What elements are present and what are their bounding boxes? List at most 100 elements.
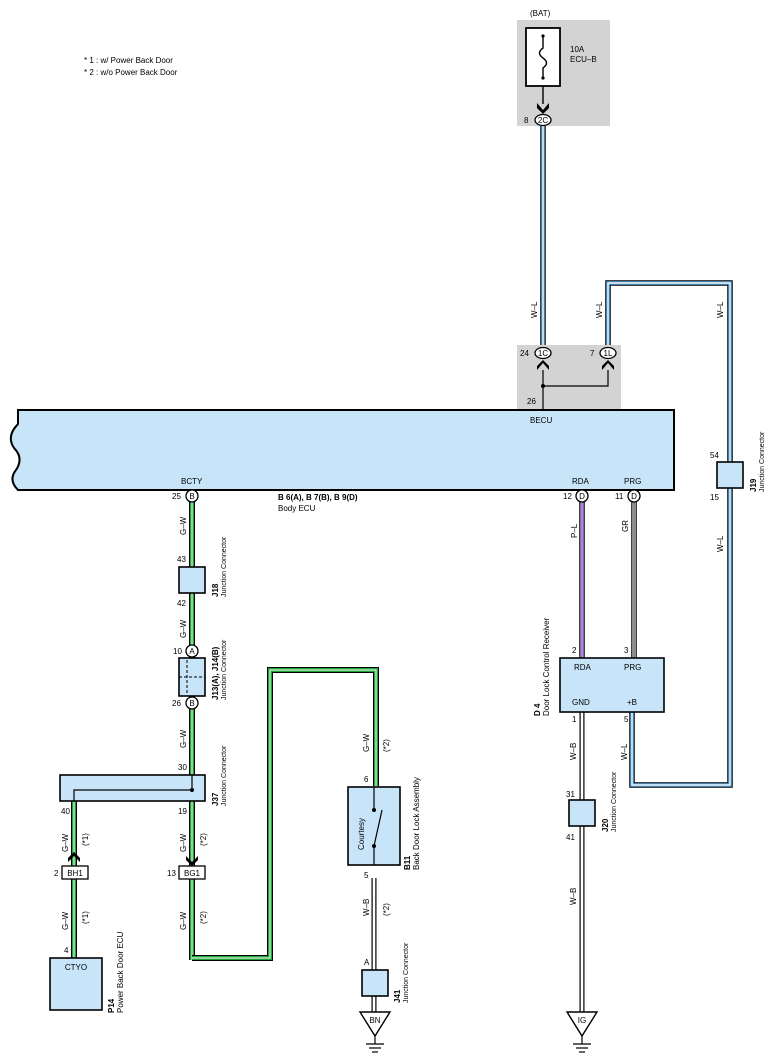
j41-name: Junction Connector [403, 942, 410, 1003]
j19-box [716, 461, 744, 489]
fuse-pin-number: 8 [524, 116, 529, 125]
body-ecu-becu-label: BECU [530, 416, 552, 425]
d4-term-gnd: GND [572, 698, 590, 707]
b11-contact-top [372, 808, 376, 812]
prg-pin-number: 11 [615, 492, 624, 501]
j18-pin-bottom: 42 [177, 599, 186, 608]
jb-pin-left: 24 [520, 349, 529, 358]
d4-term-prg: PRG [624, 663, 641, 672]
wire-wl-loop [605, 280, 733, 788]
wire-label-gr: GR [621, 520, 630, 532]
bcty-connector-label: B [189, 492, 194, 501]
bg1-pin-number: 13 [167, 869, 176, 878]
j13-name: Junction Connector [221, 639, 228, 700]
b11-name: Back Door Lock Assembly [412, 777, 421, 870]
wire-label-wb-1: W–B [362, 899, 371, 916]
wire-label-gw-2: G–W [179, 619, 188, 638]
jb-pin-bottom: 26 [527, 397, 536, 406]
rda-pin-number: 12 [563, 492, 572, 501]
prg-connector [627, 489, 641, 503]
b11-id: B11 [403, 855, 412, 870]
jb-chevron-left-icon [537, 360, 549, 370]
wire-label-wb-3: W–B [569, 888, 578, 905]
wire-note-2a: (*2) [199, 833, 208, 846]
p14-name: Power Back Door ECU [116, 931, 125, 1013]
ground-bn-icon [358, 1011, 392, 1038]
d4-id: D 4 [533, 703, 542, 716]
j37-splice [190, 788, 194, 792]
fuse-icon [538, 36, 548, 78]
p14-box [49, 957, 103, 1011]
d4-name: Door Lock Control Receiver [542, 617, 551, 716]
j37-box [59, 774, 206, 802]
j13-pin-bottom: 26 [172, 699, 181, 708]
jb-internal-wiring [542, 370, 609, 410]
j37-pin-right: 19 [178, 807, 187, 816]
wire-label-wb-2: W–B [569, 743, 578, 760]
j13-connector-top [185, 644, 199, 658]
wire-note-2b: (*2) [199, 911, 208, 924]
d4-box [559, 657, 665, 713]
jb-connector-left-label: 1C [538, 349, 548, 358]
d4-pin-prg: 3 [624, 646, 629, 655]
j13-id: J13(A), J14(B) [211, 646, 220, 700]
j41-id: J41 [393, 989, 402, 1003]
j18-name: Junction Connector [221, 536, 228, 597]
bcty-connector [185, 489, 199, 503]
d4-pin-gnd: 1 [572, 715, 577, 724]
wire-label-gw-7: G–W [179, 911, 188, 930]
body-ecu-bcty-label: BCTY [181, 477, 203, 486]
j41-pin: A [364, 958, 370, 967]
bg1-connector-label: BG1 [184, 869, 201, 878]
j18-pin-top: 43 [177, 555, 186, 564]
j20-id: J20 [601, 818, 610, 832]
j41-box [361, 969, 389, 997]
ground-ig-icon [565, 1011, 599, 1038]
p14-terminal: CTYO [65, 963, 87, 972]
j37-pin-left: 40 [61, 807, 70, 816]
wire-label-gw-1: G–W [179, 516, 188, 535]
fuse-rating: 10A [570, 45, 585, 54]
b11-pin-bottom: 5 [364, 871, 369, 880]
d4-pin-rda: 2 [572, 646, 577, 655]
body-ecu-name: Body ECU [278, 504, 316, 513]
j37-id: J37 [211, 792, 220, 806]
jb-pin-right: 7 [590, 349, 595, 358]
j19-id: J19 [749, 478, 758, 492]
fuse-source-label: (BAT) [530, 9, 551, 18]
wire-label-pl: P–L [570, 523, 579, 538]
wire-label-gw-6: G–W [61, 911, 70, 930]
wire-label-wl-5: W–L [716, 535, 725, 552]
b11-switch-icon [373, 809, 383, 847]
jb-splice [541, 384, 545, 388]
jb-chevron-right-icon [602, 360, 614, 370]
wire-note-2d: (*2) [382, 903, 391, 916]
wire-label-gw-3: G–W [179, 729, 188, 748]
bcty-pin-number: 25 [172, 492, 181, 501]
fuse-end-top [541, 34, 545, 38]
bg1-connector [178, 865, 206, 880]
j37-name: Junction Connector [221, 745, 228, 806]
b11-pin-top: 6 [364, 775, 369, 784]
j19-pin-top: 54 [710, 451, 719, 460]
d4-term-rda: RDA [574, 663, 592, 672]
wire-note-1b: (*1) [81, 911, 90, 924]
wire-label-gw-5: G–W [179, 833, 188, 852]
wire-label-wl-3: W–L [716, 301, 725, 318]
jb-connector-right-label: 1L [604, 349, 613, 358]
fuse-connector-label: 2C [538, 116, 548, 125]
prg-connector-label: D [631, 492, 637, 501]
jb-connector-left [534, 346, 552, 360]
d4-term-b: +B [627, 698, 637, 707]
wire-label-gw-8: G–W [362, 733, 371, 752]
ground-bn-label: BN [369, 1016, 380, 1025]
wire-label-gw-4: G–W [61, 833, 70, 852]
fuse-name: ECU–B [570, 55, 597, 64]
d4-pin-b: 5 [624, 715, 629, 724]
body-ecu-rda-label: RDA [572, 477, 590, 486]
rda-connector-label: D [579, 492, 585, 501]
b11-switch-label: Courtesy [357, 818, 366, 850]
bg1-chevron-icon [186, 856, 198, 866]
ground-ig-label: IG [578, 1016, 586, 1025]
